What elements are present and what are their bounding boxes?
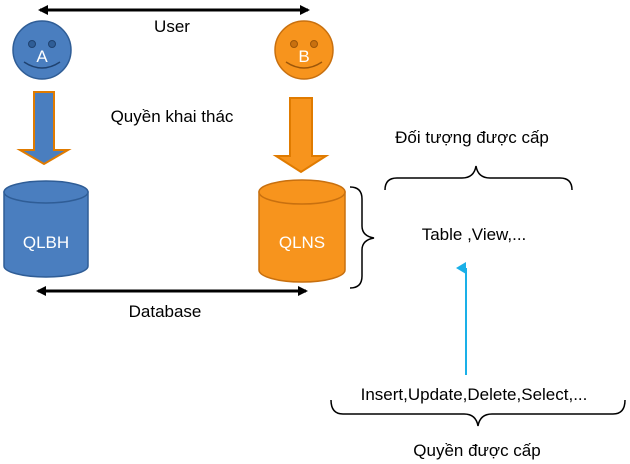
quyen-list-label: Insert,Update,Delete,Select,...: [361, 385, 588, 404]
database-qlns: QLNS: [258, 179, 346, 283]
user-b-smiley: B: [274, 20, 334, 80]
user-label: User: [154, 17, 190, 36]
quyen-duoc-cap-label: Quyền được cấp: [413, 441, 540, 460]
bottom-brace: [330, 399, 626, 427]
user-a-label: A: [36, 47, 48, 66]
database-label: Database: [129, 302, 202, 321]
down-arrow-blue: [16, 91, 72, 166]
qlns-brace: [349, 186, 375, 289]
quyen-khai-thac-label: Quyền khai thác: [111, 107, 234, 126]
database-qlbh: QLBH: [3, 180, 89, 278]
user-a-smiley: A: [12, 20, 72, 80]
down-arrow-orange: [272, 97, 330, 174]
table-view-label: Table ,View,...: [422, 225, 527, 244]
user-b-label: B: [298, 47, 309, 66]
database-qlns-label: QLNS: [279, 233, 325, 252]
top-brace: [384, 165, 573, 191]
doi-tuong-label: Đối tượng được cấp: [395, 128, 549, 147]
database-qlbh-label: QLBH: [23, 233, 69, 252]
